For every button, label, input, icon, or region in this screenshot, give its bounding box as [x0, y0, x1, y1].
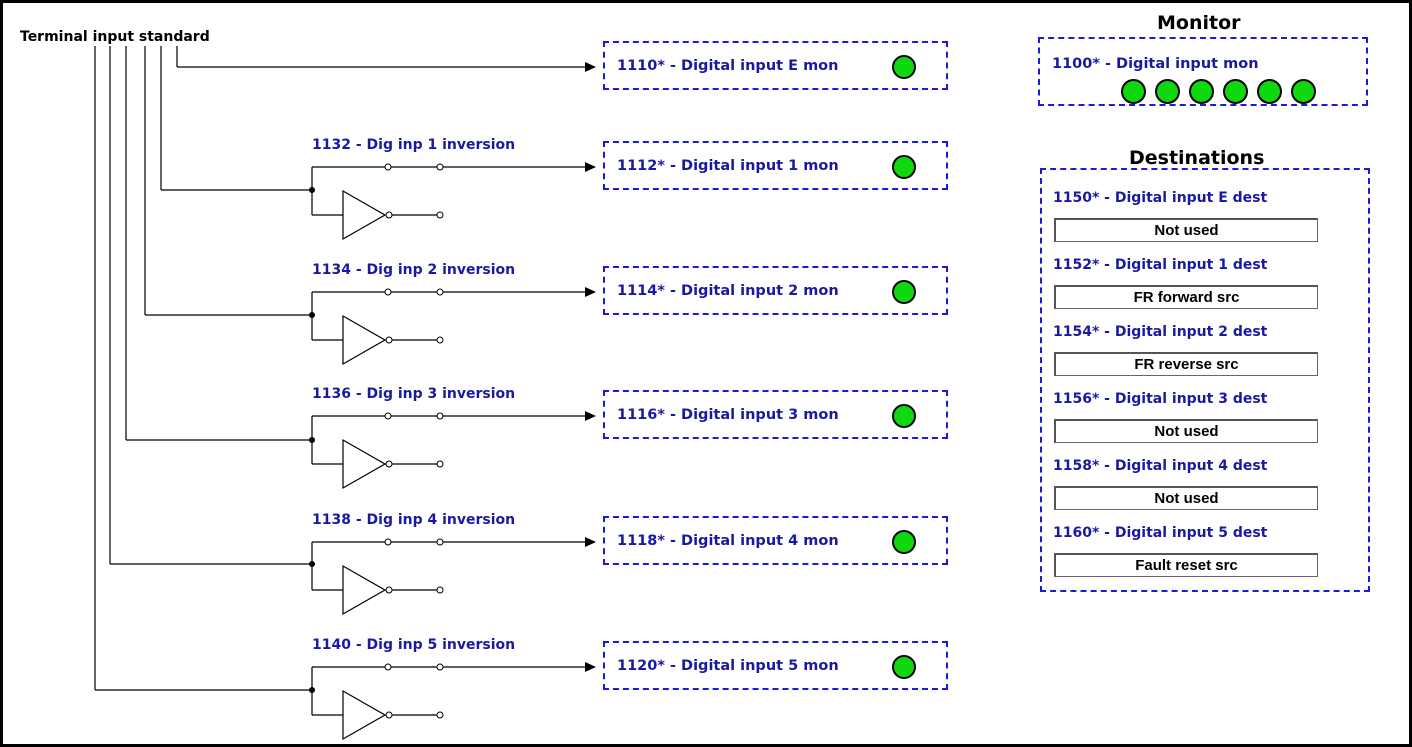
input-monitor-box-2: 1114* - Digital input 2 mon	[603, 266, 948, 315]
monitor-led-icon	[1257, 79, 1282, 104]
inverter-bubble-2	[385, 336, 393, 344]
inverter-4	[342, 564, 387, 616]
switch-contact-b-1	[436, 163, 444, 171]
arrow-2	[585, 287, 596, 297]
monitor-label: 1100* - Digital input mon	[1052, 56, 1259, 72]
junction-dot-5	[309, 687, 315, 693]
destination-select[interactable]: FR reverse src	[1054, 352, 1318, 376]
status-led-icon	[892, 655, 916, 679]
destination-select[interactable]: Not used	[1054, 486, 1318, 510]
switch-contact-b-5	[436, 663, 444, 671]
inverter-1	[342, 189, 387, 241]
destination-label: 1160* - Digital input 5 dest	[1053, 525, 1268, 541]
input-monitor-label: 1118* - Digital input 4 mon	[617, 533, 839, 549]
destination-select[interactable]: Not used	[1054, 419, 1318, 443]
input-monitor-box-5: 1120* - Digital input 5 mon	[603, 641, 948, 690]
monitor-led-icon	[1291, 79, 1316, 104]
arrow-1	[585, 162, 596, 172]
status-led-icon	[892, 155, 916, 179]
arrow-3	[585, 411, 596, 421]
inversion-label-4: 1138 - Dig inp 4 inversion	[312, 512, 516, 528]
monitor-led-icon	[1121, 79, 1146, 104]
inverter-bubble-5	[385, 711, 393, 719]
inverter-bubble-3	[385, 460, 393, 468]
inverter-contact-2	[436, 336, 444, 344]
inverter-contact-1	[436, 211, 444, 219]
inverter-contact-5	[436, 711, 444, 719]
monitor-led-icon	[1189, 79, 1214, 104]
source-label: Terminal input standard	[20, 29, 210, 45]
input-monitor-box-1: 1112* - Digital input 1 mon	[603, 141, 948, 190]
destination-label: 1158* - Digital input 4 dest	[1053, 458, 1268, 474]
source-lines	[94, 46, 585, 690]
input-monitor-label: 1120* - Digital input 5 mon	[617, 658, 839, 674]
inverter-contact-3	[436, 460, 444, 468]
monitor-led-icon	[1155, 79, 1180, 104]
inversion-label-1: 1132 - Dig inp 1 inversion	[312, 137, 516, 153]
arrow-5	[585, 662, 596, 672]
monitor-led-icon	[1223, 79, 1248, 104]
arrow-4	[585, 537, 596, 547]
input-monitor-label: 1112* - Digital input 1 mon	[617, 158, 839, 174]
inversion-label-2: 1134 - Dig inp 2 inversion	[312, 262, 516, 278]
input-monitor-label: 1116* - Digital input 3 mon	[617, 407, 839, 423]
inverter-3	[342, 438, 387, 490]
destination-label: 1152* - Digital input 1 dest	[1053, 257, 1268, 273]
input-monitor-box-0: 1110* - Digital input E mon	[603, 41, 948, 90]
destination-label: 1154* - Digital input 2 dest	[1053, 324, 1268, 340]
switch-contact-b-3	[436, 412, 444, 420]
destination-select[interactable]: Fault reset src	[1054, 553, 1318, 577]
destination-select[interactable]: Not used	[1054, 218, 1318, 242]
status-led-icon	[892, 404, 916, 428]
destination-label: 1156* - Digital input 3 dest	[1053, 391, 1268, 407]
destination-label: 1150* - Digital input E dest	[1053, 190, 1268, 206]
arrow-e	[585, 62, 596, 72]
destination-select[interactable]: FR forward src	[1054, 285, 1318, 309]
input-monitor-box-4: 1118* - Digital input 4 mon	[603, 516, 948, 565]
junction-dot-3	[309, 437, 315, 443]
switch-contact-a-4	[384, 538, 392, 546]
inversion-label-3: 1136 - Dig inp 3 inversion	[312, 386, 516, 402]
inverter-bubble-1	[385, 211, 393, 219]
monitor-box: 1100* - Digital input mon	[1038, 37, 1368, 106]
switch-contact-a-5	[384, 663, 392, 671]
monitor-title: Monitor	[1157, 12, 1241, 34]
junction-dot-1	[309, 187, 315, 193]
switch-contact-a-2	[384, 288, 392, 296]
inverter-bubble-4	[385, 586, 393, 594]
junction-dot-2	[309, 312, 315, 318]
status-led-icon	[892, 530, 916, 554]
switch-contact-b-2	[436, 288, 444, 296]
status-led-icon	[892, 55, 916, 79]
destinations-title: Destinations	[1129, 147, 1265, 169]
input-monitor-box-3: 1116* - Digital input 3 mon	[603, 390, 948, 439]
inverter-2	[342, 314, 387, 366]
switch-contact-b-4	[436, 538, 444, 546]
input-monitor-label: 1114* - Digital input 2 mon	[617, 283, 839, 299]
inversion-label-5: 1140 - Dig inp 5 inversion	[312, 637, 516, 653]
switch-contact-a-1	[384, 163, 392, 171]
switch-contact-a-3	[384, 412, 392, 420]
inverter-5	[342, 689, 387, 741]
junction-dot-4	[309, 561, 315, 567]
status-led-icon	[892, 280, 916, 304]
inverter-contact-4	[436, 586, 444, 594]
input-monitor-label: 1110* - Digital input E mon	[617, 58, 839, 74]
